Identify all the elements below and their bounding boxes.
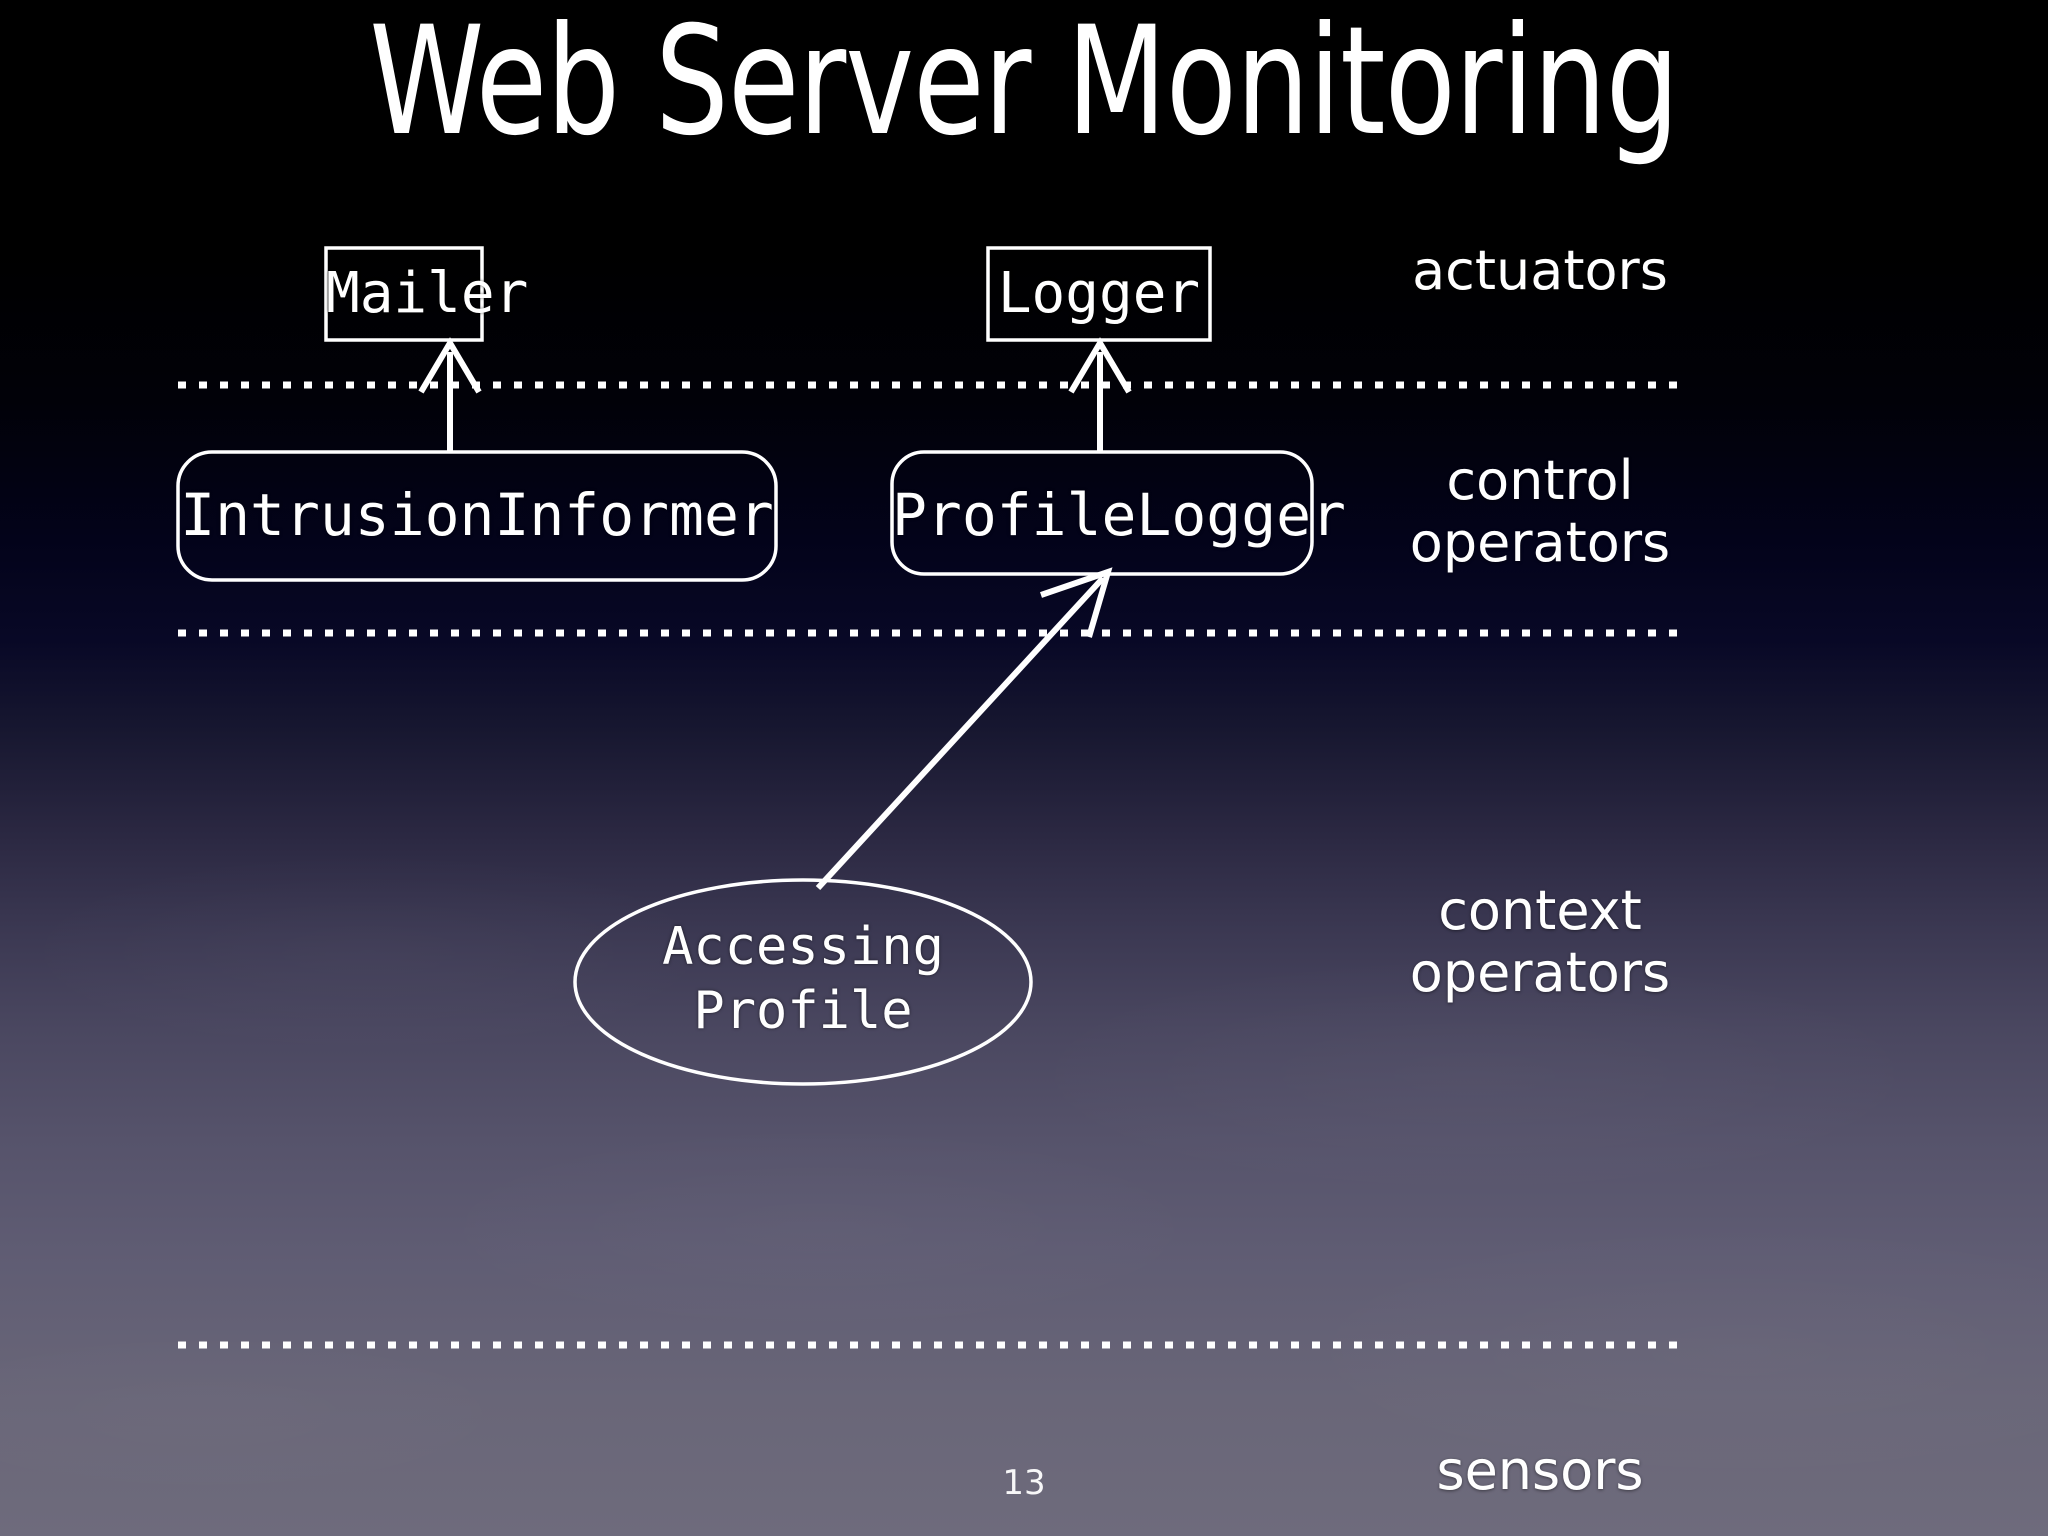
layer-caption-context-operators: context operators: [1409, 879, 1671, 1004]
page-number: 13: [1002, 1463, 1046, 1503]
node-accessingprofile-label: Accessing Profile: [662, 917, 944, 1041]
layer-caption-actuators: actuators: [1412, 239, 1668, 302]
node-intrusioninformer-shape[interactable]: [176, 450, 778, 582]
node-mailer-label: Mailer: [326, 261, 529, 326]
node-profilelogger-label: ProfileLogger: [892, 481, 1346, 549]
page-title: Web Server Monitoring: [369, 0, 1679, 169]
edge-intrusioninformer-to-mailer: [418, 337, 482, 452]
node-logger-label: Logger: [997, 261, 1201, 326]
layer-caption-control-operators: control operators: [1409, 449, 1671, 574]
edge-profilelogger-to-logger: [1068, 337, 1132, 452]
node-intrusioninformer-label: IntrusionInformer: [180, 481, 774, 549]
node-accessingprofile-shape[interactable]: [573, 878, 1033, 1086]
layer-caption-sensors: sensors: [1436, 1439, 1644, 1502]
node-mailer-shape[interactable]: [324, 246, 484, 342]
edge-accessingprofile-to-profilelogger: [815, 567, 1113, 891]
